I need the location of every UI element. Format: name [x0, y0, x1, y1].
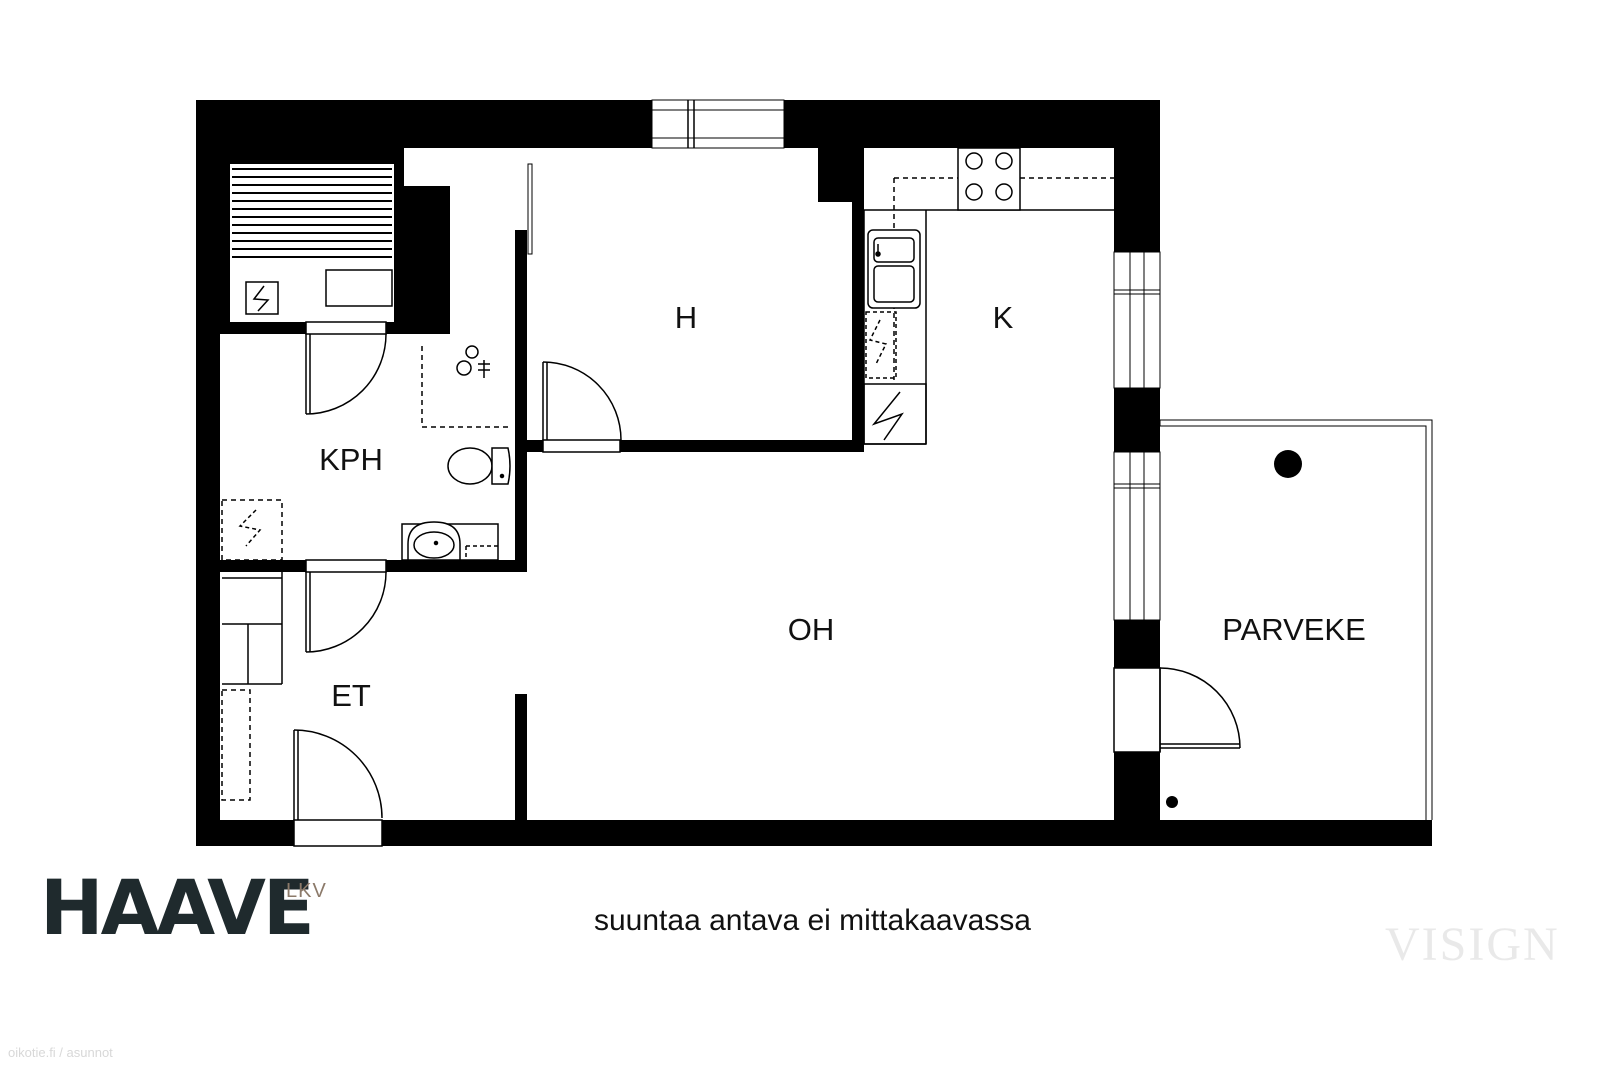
brand-suffix: LKV — [286, 880, 327, 902]
room-label-kitchen: K — [993, 300, 1014, 335]
balcony-drain — [1166, 796, 1178, 808]
balcony-railing — [1159, 419, 1433, 820]
kitchen-sink-icon — [867, 229, 921, 309]
shower-icon — [421, 345, 510, 428]
watermark: VISIGN — [1385, 918, 1560, 971]
fridge-icon — [863, 383, 927, 445]
window-east-upper — [1113, 251, 1161, 389]
room-label-entry: ET — [331, 678, 371, 713]
toilet-icon — [447, 447, 511, 485]
window-east-lower — [1113, 451, 1161, 621]
door-entrance — [293, 729, 383, 847]
brand-logo: HAAVE LKV — [40, 870, 326, 946]
door-bedroom — [542, 361, 622, 453]
door-balcony — [1113, 667, 1241, 753]
washing-machine-icon — [221, 499, 283, 561]
scale-disclaimer: suuntaa antava ei mittakaavassa — [594, 904, 1031, 937]
room-label-bathroom: KPH — [319, 442, 383, 477]
door-bathroom — [305, 559, 387, 653]
balcony-column — [1274, 450, 1302, 478]
sauna-stove-icon — [245, 281, 279, 315]
door-sauna — [305, 321, 387, 415]
entry-closets — [221, 572, 283, 801]
room-label-balcony: PARVEKE — [1222, 612, 1366, 647]
room-label-bedroom: H — [675, 300, 697, 335]
sliding-door-bedroom — [527, 163, 533, 255]
sauna-bench — [232, 168, 393, 307]
stove-icon — [957, 147, 1021, 211]
window-top — [651, 99, 785, 149]
brand-name: HAAVE — [40, 863, 315, 952]
kitchen-counter — [863, 177, 1114, 445]
room-label-living: OH — [788, 612, 835, 647]
source-watermark: oikotie.fi / asunnot — [8, 1045, 113, 1060]
interior-walls — [220, 148, 864, 820]
sink-icon — [401, 521, 499, 561]
dishwasher-icon — [865, 311, 897, 379]
